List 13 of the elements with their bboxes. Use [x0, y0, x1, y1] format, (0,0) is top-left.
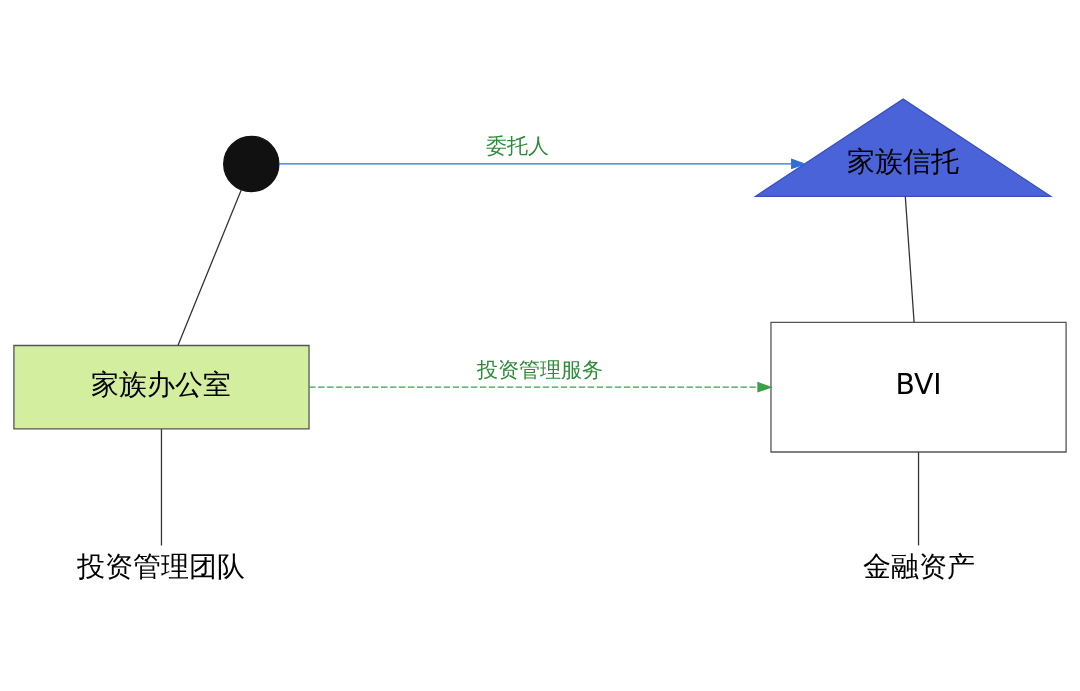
- node-box: 家族办公室: [13, 344, 310, 430]
- arrow: [308, 381, 773, 393]
- connector: [177, 189, 242, 346]
- connector: [904, 195, 915, 323]
- node-person: [223, 135, 280, 193]
- arrow: [278, 158, 807, 170]
- connector: [160, 428, 163, 547]
- edge-label: 投资管理服务: [477, 357, 603, 382]
- node-box: BVI: [770, 321, 1067, 453]
- edge-label: 委托人: [485, 134, 549, 159]
- connector: [917, 451, 920, 547]
- node-text: 投资管理团队: [77, 549, 246, 583]
- node-text: 金融资产: [862, 549, 975, 583]
